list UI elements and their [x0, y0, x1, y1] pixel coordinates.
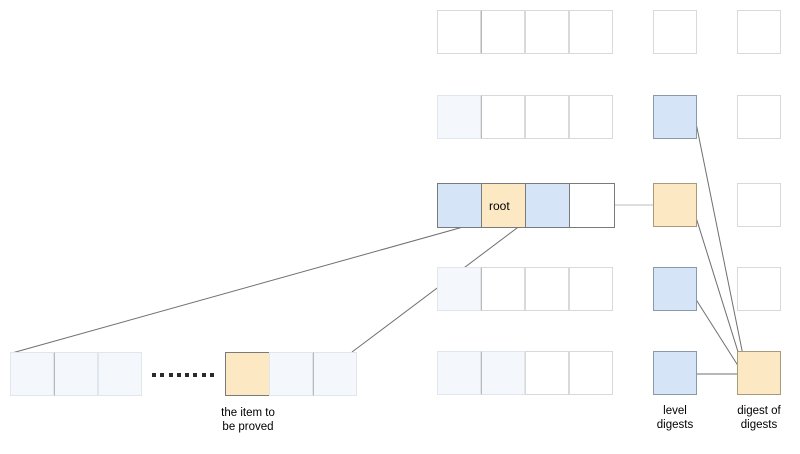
- leaf-cell-2: [54, 352, 98, 396]
- level-digest-4: [653, 267, 697, 311]
- level-digest-1: [653, 10, 697, 54]
- level-row-3-cell-4: [569, 183, 615, 228]
- ellipsis-dot: [193, 372, 198, 377]
- leaf-cell-1: [10, 352, 54, 396]
- root-label: root: [489, 199, 510, 213]
- connector-ld2-to-dod: [693, 112, 747, 371]
- caption-digest-of-digests: digest of digests: [737, 405, 781, 431]
- ellipsis-dot: [152, 372, 156, 377]
- ellipsis-dot: [176, 372, 181, 377]
- leaf-row-right-group: [225, 352, 357, 396]
- level-row-2-cell-2: [481, 95, 525, 139]
- digest-of-digests-3: [737, 183, 781, 227]
- caption-level-digests: level digests: [656, 405, 694, 431]
- level-row-3-cell-3: [525, 183, 570, 228]
- digest-of-digests-4: [737, 267, 781, 311]
- level-row-4-cell-4: [569, 267, 613, 311]
- level-row-1-cell-2: [481, 10, 525, 54]
- level-digest-2: [653, 95, 697, 139]
- level-row-5-cell-4: [569, 351, 613, 395]
- level-row-4-cell-3: [525, 267, 569, 311]
- level-row-5-cell-3: [525, 351, 569, 395]
- leaf-row-ellipsis: [152, 372, 214, 377]
- ellipsis-dot: [168, 372, 173, 377]
- level-row-3-cell-1: [437, 183, 482, 228]
- ellipsis-dot: [201, 372, 206, 377]
- digest-of-digests-1: [737, 10, 781, 54]
- connector-ld4-to-dod: [689, 289, 743, 373]
- level-row-1: [437, 10, 613, 54]
- level-row-2-cell-1: [437, 95, 481, 139]
- leaf-cell-5: [269, 352, 313, 396]
- level-row-2: [437, 95, 613, 139]
- level-row-3-cell-2-root: [481, 183, 526, 228]
- level-row-4: [437, 267, 613, 311]
- ellipsis-dot: [185, 372, 190, 377]
- level-row-2-cell-4: [569, 95, 613, 139]
- level-row-2-cell-3: [525, 95, 569, 139]
- level-row-1-cell-3: [525, 10, 569, 54]
- level-row-4-cell-2: [481, 267, 525, 311]
- leaf-cell-proved: [225, 352, 270, 396]
- level-digest-3: [653, 183, 697, 227]
- level-row-5-cell-1: [437, 351, 481, 395]
- leaf-cell-6: [313, 352, 357, 396]
- ellipsis-dot: [160, 372, 165, 377]
- level-row-4-cell-1: [437, 267, 481, 311]
- leaf-cell-3: [98, 352, 142, 396]
- ellipsis-dot: [209, 372, 214, 377]
- level-row-3-root: root: [437, 183, 615, 228]
- digest-of-digests-5: [737, 351, 781, 395]
- level-digest-5: [653, 351, 697, 395]
- leaf-row-left-group: [10, 352, 142, 396]
- connector-root-to-leaf-left: [11, 221, 482, 354]
- level-row-1-cell-1: [437, 10, 481, 54]
- level-row-1-cell-4: [569, 10, 613, 54]
- level-row-5: [437, 351, 613, 395]
- caption-item-to-be-proved: the item to be proved: [221, 407, 275, 433]
- digest-of-digests-2: [737, 95, 781, 139]
- level-row-5-cell-2: [481, 351, 525, 395]
